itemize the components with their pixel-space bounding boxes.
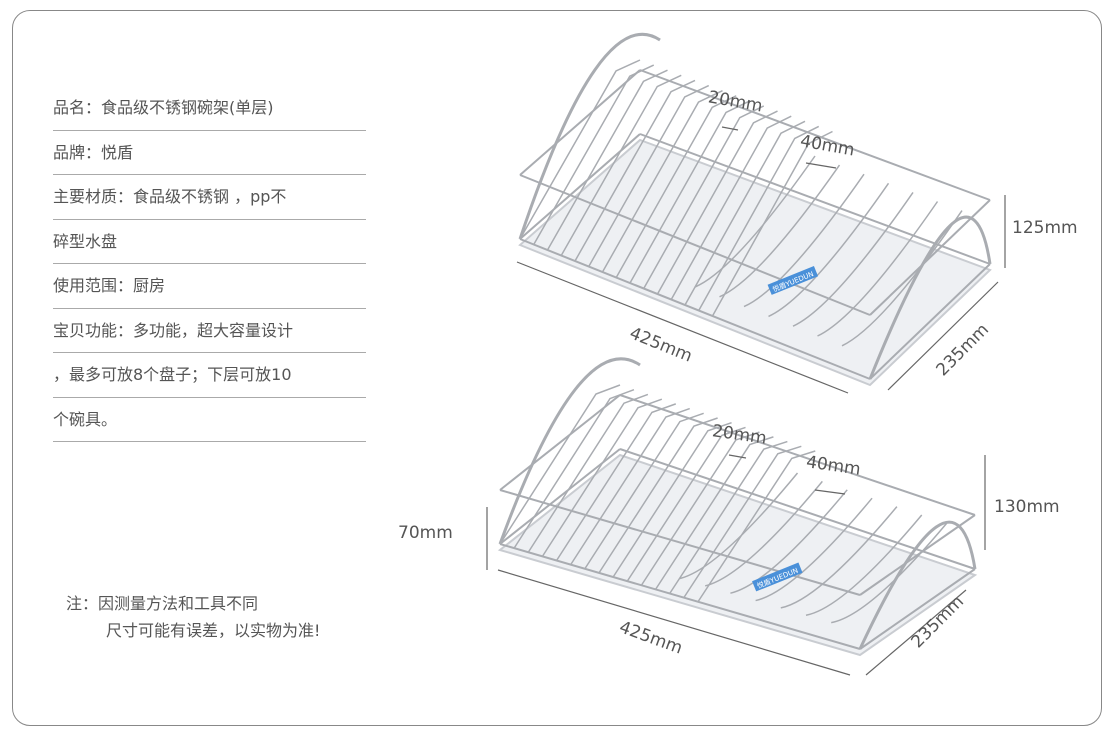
measurement-note: 注：因测量方法和工具不同 尺寸可能有误差，以实物为准! — [66, 590, 320, 644]
top-rack-plate-divider — [533, 64, 655, 245]
top-height-dim: 125mm — [1012, 218, 1078, 238]
bottom-rack-plate-divider — [555, 403, 677, 561]
top-rack-top-rail — [639, 69, 991, 201]
dimension-line — [865, 589, 967, 676]
bottom-rack-plate-divider — [541, 398, 663, 557]
bottom-rack-plate-divider — [513, 389, 635, 549]
top-rack-top-rail — [519, 69, 641, 176]
top-rack-tray-logo — [767, 265, 819, 295]
top-rack-plate-divider — [684, 120, 806, 306]
bottom-rack-plate-divider — [570, 407, 690, 566]
bottom-rack-base-rail — [859, 568, 976, 650]
top-rack-plate-divider — [519, 59, 641, 240]
bottom-rack-base-rail — [499, 543, 861, 650]
spec-list: 品名：食品级不锈钢碗架(单层) 品牌：悦盾 主要材质：食品级不锈钢 ，pp不 碎… — [53, 86, 366, 442]
bottom-rack-base-rail — [499, 448, 621, 545]
top-rack-end-handle — [518, 32, 661, 240]
dimension-line — [814, 489, 846, 495]
top-rack-plate-divider — [601, 89, 723, 273]
bottom-height-dim: 130mm — [994, 497, 1060, 517]
bottom-rack-end-handle — [498, 357, 641, 545]
bottom-rack-plate-divider — [640, 431, 760, 586]
bottom-leg-height-dim: 70mm — [398, 523, 453, 543]
bottom-rack-bowl-wire — [679, 472, 799, 580]
top-rack-plate-divider — [698, 125, 820, 311]
bottom-rack-plate-divider — [654, 436, 774, 590]
note-line-2: 尺寸可能有误差，以实物为准! — [106, 621, 321, 640]
spec-row: 主要材质：食品级不锈钢 ，pp不 — [53, 175, 366, 220]
bottom-rack-top-rail — [619, 394, 976, 516]
top-rack-plate-divider — [656, 110, 778, 295]
bottom-rack-bowl-wire — [831, 522, 948, 624]
bottom-rack-top-rail — [859, 514, 976, 596]
top-rack-plate-divider — [643, 105, 765, 289]
bottom-rack-plate-divider — [626, 426, 746, 582]
top-rack-end-handle — [868, 215, 992, 380]
top-rack-bowl-wire — [792, 191, 914, 327]
top-rack-plate-divider — [574, 79, 696, 262]
spec-row: 品名：食品级不锈钢碗架(单层) — [53, 86, 366, 131]
bottom-rack-bowl-wire — [805, 514, 923, 616]
top-rack-plate-divider — [560, 74, 682, 256]
top-rack-base-rail — [869, 263, 991, 380]
top-rack-plate-divider — [711, 130, 833, 317]
spec-row: 品牌：悦盾 — [53, 131, 366, 175]
bottom-rack-plate-divider — [598, 417, 718, 574]
dimension-line — [516, 261, 849, 394]
spec-row: 碎型水盘 — [53, 220, 366, 264]
bottom-rack-plate-divider — [584, 412, 704, 570]
spec-row: 使用范围：厨房 — [53, 264, 366, 309]
bottom-rack-top-rail — [499, 489, 861, 596]
top-rack-plate-divider — [588, 84, 710, 267]
top-rack-bowl-wire — [719, 164, 841, 298]
bottom-rack-plate-divider — [612, 422, 732, 578]
top-rack-bowl-wire — [817, 201, 939, 337]
top-rack-top-rail — [519, 174, 871, 316]
bottom-rack-bowl-wire — [705, 480, 823, 587]
bottom-rack-plate-divider — [683, 445, 802, 599]
top-rack-plate-divider — [629, 100, 751, 284]
dimension-line — [805, 162, 837, 169]
top-rack-plate-divider — [615, 95, 737, 278]
dimension-line — [497, 569, 851, 676]
top-rack-bowl-wire — [768, 182, 890, 318]
top-rack-bowl-wire — [694, 155, 816, 288]
bottom-rack-plate-divider — [499, 384, 621, 545]
bottom-rack-bowl-wire — [730, 489, 848, 594]
bottom-rack-bowl-wire — [780, 506, 898, 609]
top-rack-base-rail — [519, 238, 871, 380]
frame-border — [12, 10, 1102, 726]
top-rack-bowl-wire — [743, 173, 865, 308]
top-rack-plate-divider — [546, 69, 668, 251]
dimension-line — [728, 454, 747, 459]
bottom-rack-tray-logo — [752, 562, 803, 592]
bottom-rack-plate-divider — [669, 440, 788, 594]
bottom-rack-bowl-wire — [755, 497, 873, 602]
bottom-rack-plate-divider — [527, 393, 649, 553]
note-line-1: 注：因测量方法和工具不同 — [66, 594, 259, 613]
dimension-line — [721, 126, 739, 131]
bottom-rack-drip-tray — [497, 453, 978, 657]
bottom-rack-end-handle — [858, 520, 977, 650]
dimension-line — [887, 281, 999, 391]
spec-row: ，最多可放8个盘子；下层可放10 — [53, 353, 366, 398]
bottom-rack-top-rail — [499, 394, 621, 491]
top-rack-plate-divider — [670, 115, 792, 300]
top-rack-bowl-wire — [841, 210, 963, 347]
spec-row: 宝贝功能：多功能，超大容量设计 — [53, 309, 366, 353]
spec-row: 个碗具。 — [53, 398, 366, 442]
bottom-rack-plate-divider — [697, 450, 816, 603]
